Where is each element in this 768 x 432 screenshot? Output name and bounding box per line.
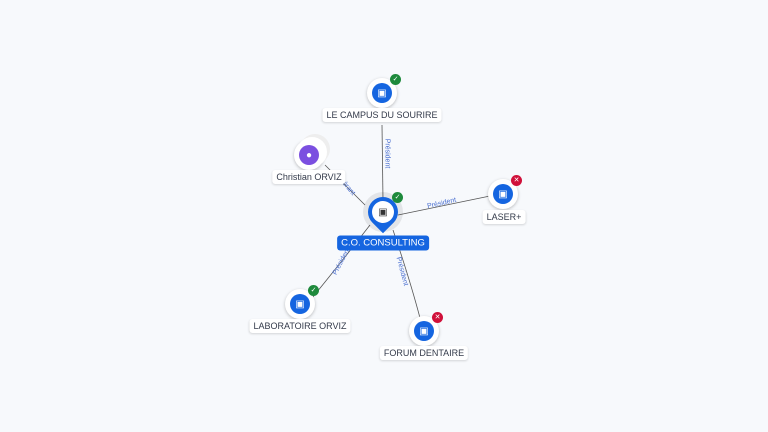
building-icon: ▣ <box>372 83 392 103</box>
company-node-labo[interactable]: ▣✓ <box>285 285 319 319</box>
building-icon: ▣ <box>372 201 394 223</box>
close-icon: ✕ <box>432 312 443 323</box>
building-icon: ▣ <box>493 184 513 204</box>
check-icon: ✓ <box>392 192 403 203</box>
edge-campus <box>381 124 384 201</box>
node-label[interactable]: FORUM DENTAIRE <box>379 346 469 360</box>
node-label[interactable]: Christian ORVIZ <box>272 170 346 184</box>
company-node-laser[interactable]: ▣✕ <box>488 175 522 209</box>
center-node[interactable]: ▣ ✓ <box>361 190 405 234</box>
company-node-campus[interactable]: ▣✓ <box>367 74 401 108</box>
node-label[interactable]: LASER+ <box>482 210 526 224</box>
close-icon: ✕ <box>511 175 522 186</box>
building-icon: ▣ <box>290 294 310 314</box>
person-node-christian[interactable]: ● <box>294 140 324 170</box>
node-label[interactable]: LE CAMPUS DU SOURIRE <box>322 108 442 122</box>
check-icon: ✓ <box>390 74 401 85</box>
company-node-forum[interactable]: ▣✕ <box>409 312 443 346</box>
user-icon: ● <box>299 145 319 165</box>
node-label[interactable]: LABORATOIRE ORVIZ <box>249 319 351 333</box>
edge-laser <box>397 195 491 216</box>
center-label[interactable]: C.O. CONSULTING <box>337 235 429 251</box>
check-icon: ✓ <box>308 285 319 296</box>
building-icon: ▣ <box>414 321 434 341</box>
edge-label-campus: Président <box>383 138 391 169</box>
